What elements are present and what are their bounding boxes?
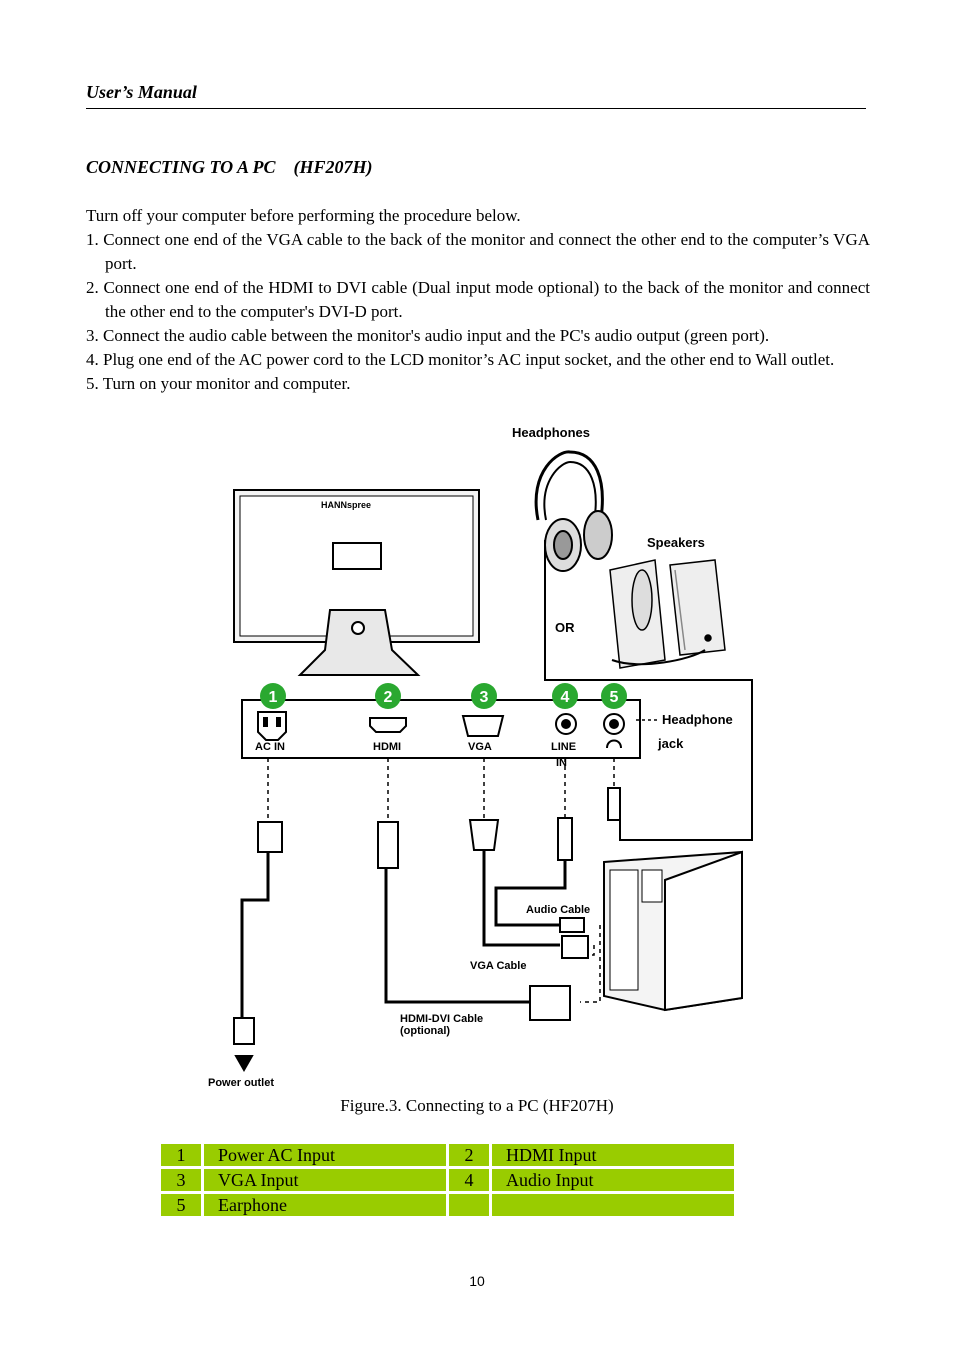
step-4: 4. Plug one end of the AC power cord to … — [86, 350, 835, 369]
page-number: 10 — [469, 1273, 485, 1289]
port-3-badge: 3 — [471, 683, 497, 709]
table-cell: VGA Input — [204, 1169, 446, 1191]
port-vga-label: VGA — [468, 741, 492, 753]
hdmi-dvi-cable-label-2: (optional) — [400, 1025, 450, 1037]
table-cell: 5 — [161, 1194, 201, 1216]
vga-port-icon — [461, 715, 505, 737]
port-hdmi-label: HDMI — [373, 741, 401, 753]
instructions: Turn off your computer before performing… — [86, 204, 870, 396]
table-row: 3 VGA Input 4 Audio Input — [161, 1169, 734, 1191]
monitor-back-icon — [233, 489, 480, 676]
speakers-label: Speakers — [647, 535, 705, 550]
table-cell: Earphone — [204, 1194, 446, 1216]
port-4-badge: 4 — [552, 683, 578, 709]
port-1-badge: 1 — [260, 683, 286, 709]
port-panel — [241, 699, 641, 759]
header-divider — [86, 108, 866, 109]
table-cell: 4 — [449, 1169, 489, 1191]
hdmi-dvi-cable-icon — [377, 821, 571, 1021]
step-2: 2. Connect one end of the HDMI to DVI ca… — [86, 278, 870, 321]
table-cell: HDMI Input — [492, 1144, 734, 1166]
line-in-port-icon — [555, 713, 577, 735]
port-2-badge: 2 — [375, 683, 401, 709]
table-cell: 2 — [449, 1144, 489, 1166]
figure-caption: Figure.3. Connecting to a PC (HF207H) — [340, 1096, 614, 1115]
port-legend-table: 1 Power AC Input 2 HDMI Input 3 VGA Inpu… — [158, 1141, 737, 1219]
headphones-icon — [534, 450, 613, 572]
manual-header: User’s Manual — [86, 82, 197, 102]
table-cell: 1 — [161, 1144, 201, 1166]
headphones-label: Headphones — [512, 425, 590, 440]
hdmi-port-icon — [369, 717, 407, 733]
ac-in-port-icon — [257, 711, 287, 741]
step-3: 3. Connect the audio cable between the m… — [86, 326, 770, 345]
svg-text:1: 1 — [269, 689, 278, 706]
svg-text:2: 2 — [384, 689, 393, 706]
section-title: CONNECTING TO A PC (HF207H) — [86, 157, 373, 177]
table-row: 5 Earphone — [161, 1194, 734, 1216]
headphone-jack-label-2: jack — [657, 736, 684, 751]
port-5-badge: 5 — [601, 683, 627, 709]
audio-cable-label: Audio Cable — [526, 904, 590, 916]
connection-diagram: Headphones Speakers OR HANNspree 1 2 3 — [208, 425, 753, 1089]
headphone-port-icon — [603, 713, 625, 749]
vga-cable-icon — [468, 819, 589, 959]
earphone-plug-icon — [607, 787, 621, 821]
svg-text:3: 3 — [480, 689, 489, 706]
brand-label: HANNspree — [321, 500, 371, 510]
vga-cable-label: VGA Cable — [470, 960, 526, 972]
port-line-in-label: IN — [556, 757, 567, 769]
table-cell: 3 — [161, 1169, 201, 1191]
audio-cable-icon — [494, 817, 585, 933]
pc-tower-icon — [603, 850, 743, 1012]
svg-text:4: 4 — [561, 689, 570, 706]
speakers-icon — [609, 559, 726, 669]
port-line-label: LINE — [551, 741, 576, 753]
table-row: 1 Power AC Input 2 HDMI Input — [161, 1144, 734, 1166]
step-5: 5. Turn on your monitor and computer. — [86, 374, 351, 393]
headphone-jack-label-1: Headphone — [662, 712, 733, 727]
intro-text: Turn off your computer before performing… — [86, 206, 521, 225]
table-cell — [492, 1194, 734, 1216]
table-cell: Power AC Input — [204, 1144, 446, 1166]
or-label: OR — [555, 620, 575, 635]
svg-text:5: 5 — [610, 689, 619, 706]
power-outlet-label: Power outlet — [208, 1077, 274, 1089]
port-ac-in-label: AC IN — [255, 741, 285, 753]
hdmi-dvi-cable-label-1: HDMI-DVI Cable — [400, 1013, 483, 1025]
power-cord-icon — [233, 821, 283, 1073]
step-1: 1. Connect one end of the VGA cable to t… — [86, 230, 870, 273]
table-cell — [449, 1194, 489, 1216]
table-cell: Audio Input — [492, 1169, 734, 1191]
